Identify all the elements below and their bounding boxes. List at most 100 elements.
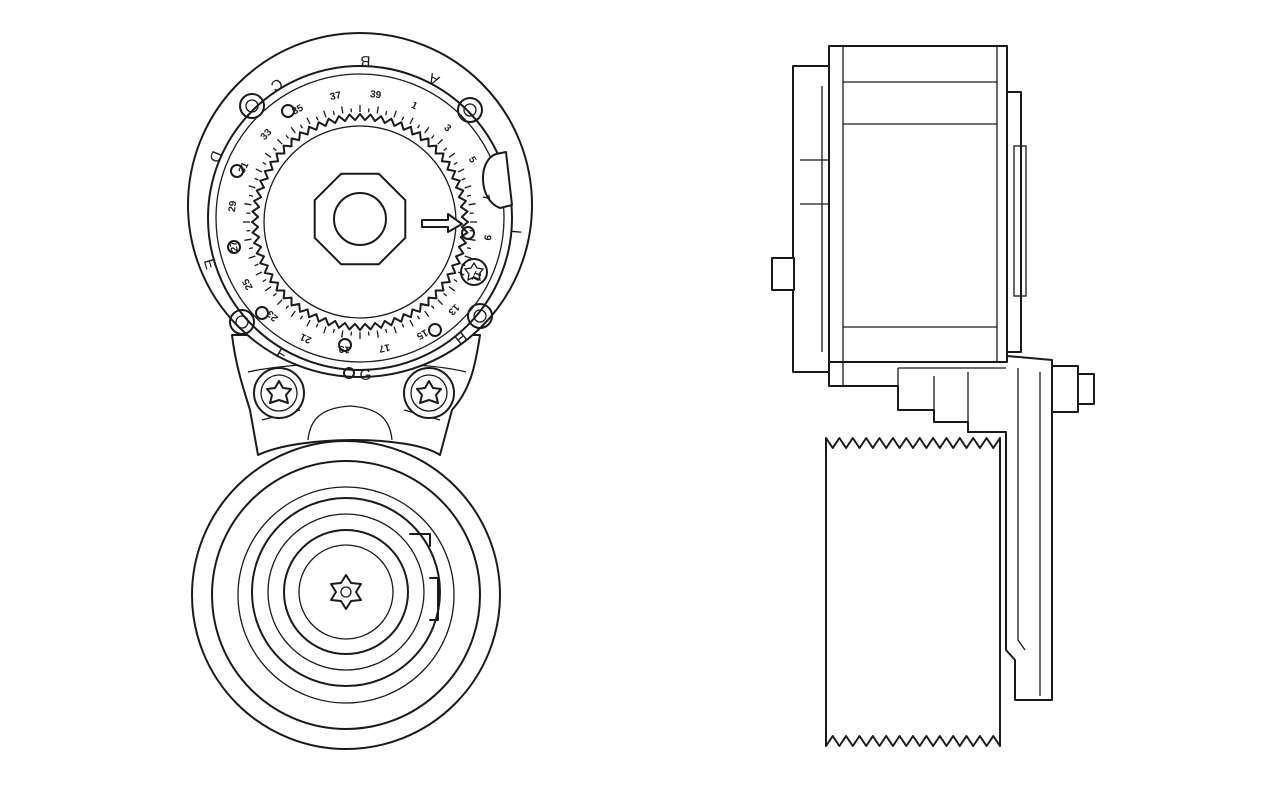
scale-tick bbox=[416, 315, 421, 320]
scale-tick bbox=[424, 126, 430, 134]
scale-tick bbox=[285, 134, 290, 139]
scale-tick bbox=[323, 326, 327, 334]
scale-tick bbox=[468, 238, 476, 241]
scale-tick bbox=[401, 116, 405, 121]
dial-torx-screw bbox=[460, 258, 488, 286]
dial-letter: E bbox=[200, 257, 219, 272]
scale-tick bbox=[401, 323, 405, 328]
scale-tick bbox=[262, 278, 267, 283]
dial-number: 19 bbox=[338, 343, 351, 355]
scale-tick bbox=[248, 247, 254, 250]
dial-number: 15 bbox=[414, 326, 429, 341]
octagon-drive-nut bbox=[313, 172, 407, 266]
scale-tick bbox=[461, 177, 466, 181]
scale-tick bbox=[255, 271, 263, 276]
housing-body bbox=[828, 45, 1008, 363]
mounting-stub bbox=[771, 257, 795, 291]
side-stud-tip bbox=[1077, 373, 1095, 405]
scale-tick bbox=[290, 126, 296, 134]
back-flange bbox=[792, 65, 830, 373]
dial-number: 7 bbox=[480, 194, 492, 202]
side-stud bbox=[1051, 365, 1079, 413]
scale-tick bbox=[461, 263, 466, 267]
scale-tick bbox=[272, 147, 277, 152]
scale-tick bbox=[315, 323, 319, 328]
arm-center-dot bbox=[343, 367, 355, 379]
scale-tick bbox=[315, 116, 319, 121]
scale-tick bbox=[457, 168, 465, 173]
scale-tick bbox=[244, 203, 252, 206]
scale-tick bbox=[248, 194, 254, 197]
scale-tick bbox=[341, 106, 344, 114]
side-view bbox=[771, 45, 1095, 747]
scale-tick bbox=[393, 326, 397, 334]
dial-number: 11 bbox=[468, 269, 483, 284]
housing-outer-ring bbox=[187, 32, 533, 378]
scale-tick bbox=[306, 319, 311, 327]
idler-pulley bbox=[191, 440, 501, 750]
dial-plate bbox=[207, 65, 513, 371]
scale-tick bbox=[290, 310, 296, 318]
scale-tick bbox=[332, 328, 335, 334]
scale-tick bbox=[376, 106, 379, 114]
scale-tick bbox=[443, 147, 448, 152]
scale-tick bbox=[276, 138, 283, 145]
scale-tick bbox=[393, 110, 397, 118]
dial-position-holes bbox=[227, 104, 475, 352]
drive-nut-bore bbox=[333, 192, 387, 246]
scale-tick bbox=[272, 292, 277, 297]
arm-pivot-arc bbox=[307, 405, 393, 441]
dial-number: 9 bbox=[481, 234, 493, 241]
scale-tick bbox=[430, 134, 435, 139]
scale-tick bbox=[466, 247, 472, 250]
scale-tick bbox=[448, 286, 456, 292]
indicator-arrow-icon bbox=[421, 213, 463, 233]
scale-tick bbox=[464, 185, 472, 189]
scale-tick bbox=[466, 194, 472, 197]
scale-tick bbox=[437, 138, 444, 145]
arm-bolt-left bbox=[253, 367, 305, 419]
scale-tick bbox=[341, 330, 344, 338]
scale-tick bbox=[323, 110, 327, 118]
scale-tick bbox=[332, 110, 335, 116]
scale-tick bbox=[464, 255, 472, 259]
dial-number: 37 bbox=[329, 90, 342, 103]
scale-tick bbox=[264, 152, 272, 158]
scale-tick bbox=[409, 117, 414, 125]
housing-screw-top-right bbox=[457, 97, 483, 123]
scale-tick bbox=[306, 117, 311, 125]
scale-tick bbox=[416, 124, 421, 129]
dial-notch bbox=[482, 151, 513, 209]
dial-number: 27 bbox=[228, 239, 241, 252]
scale-tick bbox=[443, 292, 448, 297]
dial-number: 5 bbox=[466, 155, 479, 166]
scale-tick bbox=[244, 238, 252, 241]
dial-number: 25 bbox=[240, 276, 255, 291]
housing-screw-bottom-right bbox=[467, 303, 493, 329]
dial-number: 31 bbox=[237, 160, 252, 175]
dial-number: 3 bbox=[441, 123, 453, 135]
scale-tick bbox=[385, 328, 388, 334]
scale-tick bbox=[376, 330, 379, 338]
scale-tick bbox=[453, 161, 458, 166]
scale-tick bbox=[468, 203, 476, 206]
dial-number: 35 bbox=[290, 102, 305, 117]
scale-tick bbox=[248, 185, 256, 189]
side-arm-profile bbox=[828, 355, 1053, 701]
pulley-center-torx-icon bbox=[330, 574, 362, 610]
arm-bolt-right bbox=[403, 367, 455, 419]
scale-tick bbox=[276, 299, 283, 306]
scale-tick bbox=[437, 299, 444, 306]
dial-letter: G bbox=[359, 367, 371, 384]
scale-tick bbox=[248, 255, 256, 259]
housing-screw-bottom-left bbox=[229, 309, 255, 335]
dial-number: 1 bbox=[409, 100, 419, 113]
dial-letter: I bbox=[508, 229, 525, 235]
scale-tick bbox=[285, 305, 290, 310]
dial-letter: B bbox=[360, 52, 371, 69]
dial-number: 29 bbox=[227, 200, 239, 213]
scale-tick bbox=[457, 271, 465, 276]
